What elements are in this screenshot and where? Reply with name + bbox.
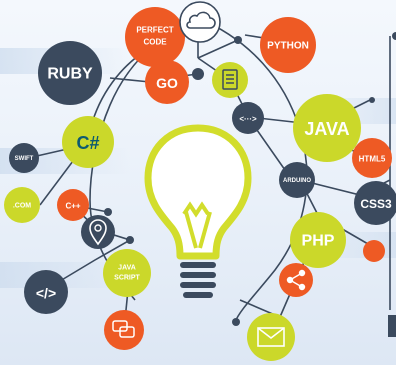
cpp-bubble: C++ bbox=[57, 189, 89, 221]
ruby-label: RUBY bbox=[47, 66, 93, 83]
javascript-label-line2: SCRIPT bbox=[114, 275, 140, 282]
perfect-code-label-line1: PERFECT bbox=[136, 26, 173, 35]
arrows-icon: <···> bbox=[239, 115, 257, 124]
location-bubble bbox=[81, 215, 115, 249]
dotcom-bubble: .COM bbox=[4, 187, 40, 223]
dotcom-label: .COM bbox=[13, 203, 31, 210]
java-label: JAVA bbox=[304, 119, 349, 139]
swift-bubble: SWIFT bbox=[9, 143, 39, 173]
arrows-bubble: <···> bbox=[232, 102, 264, 134]
python-label: PYTHON bbox=[267, 41, 309, 52]
chat-bubble bbox=[104, 310, 144, 350]
javascript-label-line1: JAVA bbox=[118, 265, 136, 272]
share-bubble bbox=[279, 263, 313, 297]
arduino-bubble: ARDUINO bbox=[279, 162, 315, 198]
decor-dot bbox=[363, 240, 385, 262]
document-icon bbox=[222, 69, 238, 90]
css3-label: CSS3 bbox=[360, 197, 392, 211]
go-bubble: GO bbox=[145, 60, 189, 104]
cpp-label: C++ bbox=[65, 202, 80, 211]
mail-bubble bbox=[247, 313, 295, 361]
java-bubble: JAVA bbox=[293, 94, 361, 162]
perfect-code-label-line2: CODE bbox=[143, 38, 167, 47]
javascript-bubble: JAVA SCRIPT bbox=[103, 249, 151, 297]
cloud-bubble bbox=[179, 1, 221, 43]
python-bubble: PYTHON bbox=[260, 17, 316, 73]
edge-marker bbox=[388, 315, 396, 337]
html5-bubble: HTML5 bbox=[352, 138, 392, 178]
css3-bubble: CSS3 bbox=[354, 181, 396, 225]
arduino-label: ARDUINO bbox=[283, 178, 311, 184]
code-brackets-icon: </> bbox=[36, 285, 56, 301]
node-dot bbox=[234, 36, 242, 44]
csharp-bubble: C# bbox=[62, 116, 114, 168]
chat-bubbles-icon bbox=[112, 320, 135, 338]
lightbulb-icon bbox=[144, 124, 252, 298]
share-icon bbox=[286, 269, 306, 291]
node-dot bbox=[192, 68, 204, 80]
node-dot bbox=[104, 208, 112, 216]
node-dot bbox=[126, 236, 134, 244]
perfect-code-bubble: PERFECT CODE bbox=[125, 7, 185, 67]
node-dots bbox=[104, 32, 396, 326]
go-label: GO bbox=[156, 75, 178, 91]
php-bubble: PHP bbox=[290, 212, 346, 268]
ruby-bubble: RUBY bbox=[38, 41, 102, 105]
node-dot bbox=[232, 318, 240, 326]
document-bubble bbox=[212, 62, 248, 98]
php-label: PHP bbox=[302, 233, 335, 250]
html5-label: HTML5 bbox=[359, 155, 386, 164]
node-dot bbox=[369, 97, 375, 103]
cloud-icon bbox=[186, 11, 216, 29]
swift-label: SWIFT bbox=[15, 156, 34, 162]
envelope-icon bbox=[257, 327, 285, 347]
csharp-label: C# bbox=[76, 133, 99, 153]
code-bubble: </> bbox=[24, 270, 68, 314]
location-pin-icon bbox=[89, 219, 107, 246]
node-dot bbox=[392, 32, 396, 40]
